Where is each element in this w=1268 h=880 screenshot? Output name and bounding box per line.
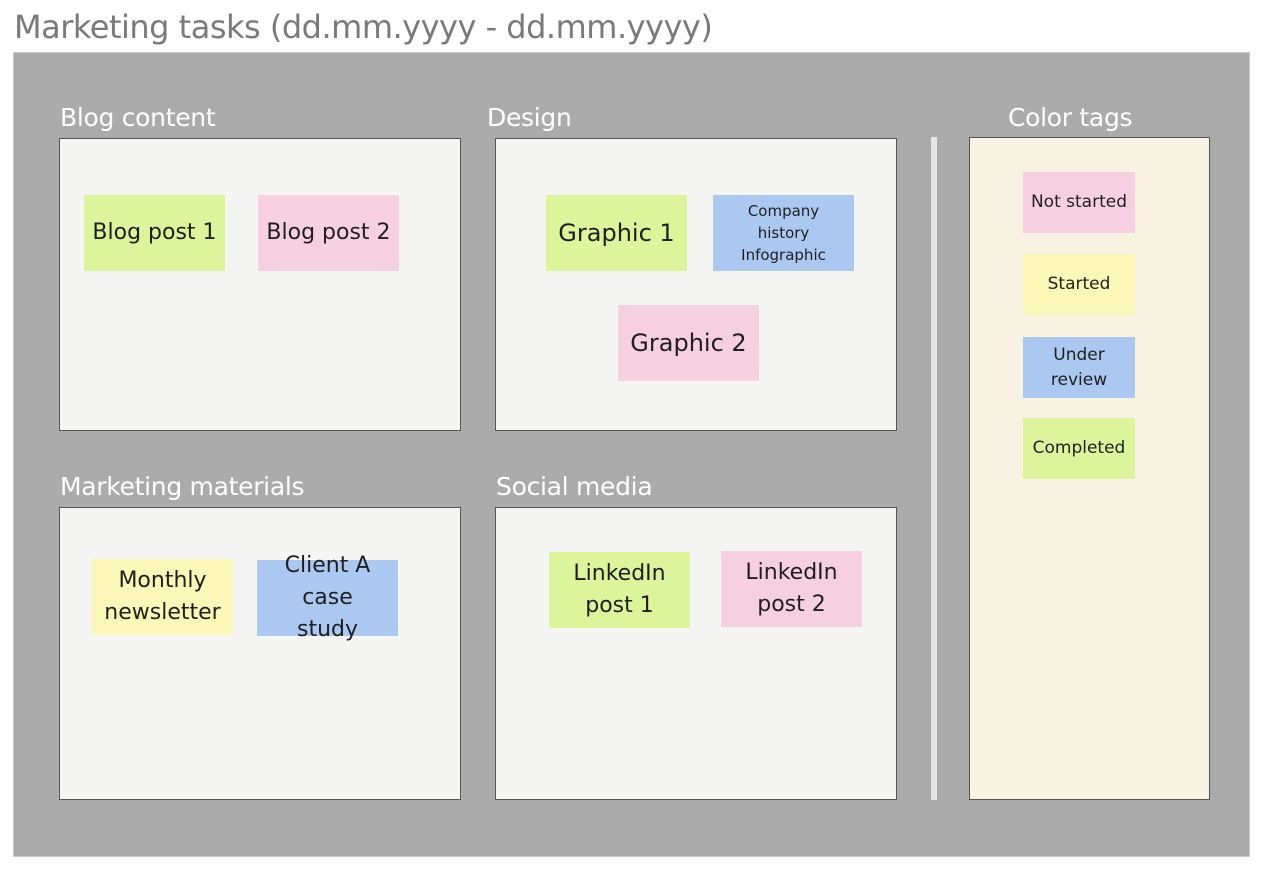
sticky-note-blog-post-1[interactable]: Blog post 1 bbox=[84, 195, 225, 271]
sticky-note-company-history-infographic[interactable]: Company history Infographic bbox=[713, 195, 854, 271]
divider-line bbox=[931, 137, 937, 800]
frame-title-social-media: Social media bbox=[496, 472, 653, 501]
frame-title-marketing-materials: Marketing materials bbox=[60, 472, 305, 501]
sticky-note-graphic-1[interactable]: Graphic 1 bbox=[546, 195, 687, 271]
sticky-note-graphic-2[interactable]: Graphic 2 bbox=[618, 305, 759, 381]
sticky-note-linkedin-post-1[interactable]: LinkedIn post 1 bbox=[549, 552, 690, 628]
color-tag-started[interactable]: Started bbox=[1023, 254, 1135, 315]
color-tag-completed[interactable]: Completed bbox=[1023, 418, 1135, 479]
frame-blog-content[interactable] bbox=[59, 138, 461, 431]
sticky-note-client-a-case-study[interactable]: Client A case study bbox=[257, 553, 398, 642]
sticky-note-blog-post-2[interactable]: Blog post 2 bbox=[258, 195, 399, 271]
frame-design[interactable] bbox=[495, 138, 897, 431]
page-title: Marketing tasks (dd.mm.yyyy - dd.mm.yyyy… bbox=[14, 8, 713, 46]
color-tag-not-started[interactable]: Not started bbox=[1023, 172, 1135, 233]
frame-marketing-materials[interactable] bbox=[59, 507, 461, 800]
frame-title-blog-content: Blog content bbox=[60, 103, 216, 132]
color-tag-under-review[interactable]: Under review bbox=[1023, 337, 1135, 398]
frame-title-color-tags: Color tags bbox=[1008, 103, 1133, 132]
frame-title-design: Design bbox=[487, 103, 572, 132]
sticky-note-monthly-newsletter[interactable]: Monthly newsletter bbox=[92, 559, 233, 635]
sticky-note-linkedin-post-2[interactable]: LinkedIn post 2 bbox=[721, 551, 862, 627]
